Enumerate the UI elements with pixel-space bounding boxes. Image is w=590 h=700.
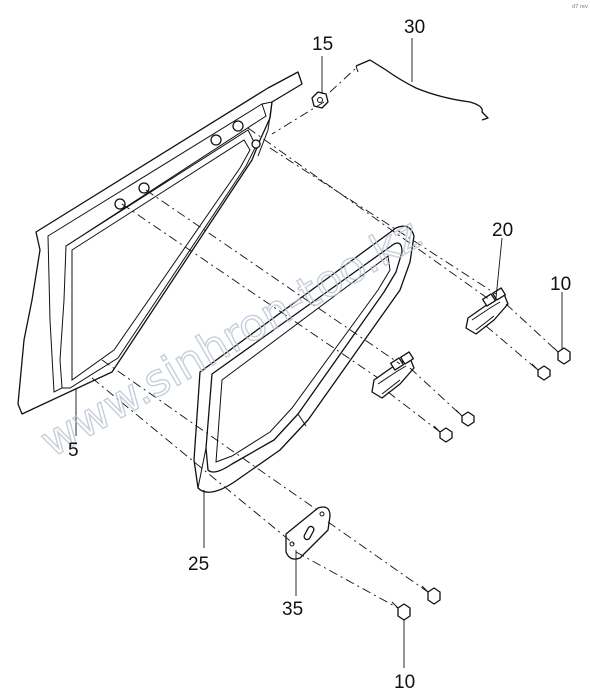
side-cover-panel bbox=[17, 71, 303, 415]
bolt-2 bbox=[531, 363, 551, 381]
nut bbox=[311, 91, 329, 109]
bolt-1 bbox=[553, 347, 571, 365]
alignment-lines bbox=[91, 67, 559, 609]
callout-20: 20 bbox=[492, 220, 513, 241]
leader-lines bbox=[75, 38, 563, 668]
callout-35: 35 bbox=[282, 599, 303, 620]
bolt-4 bbox=[433, 425, 453, 443]
bolt-5 bbox=[421, 585, 441, 605]
callout-15: 15 bbox=[312, 34, 333, 55]
mounting-bosses bbox=[114, 120, 261, 210]
wire-rod bbox=[355, 59, 489, 121]
callout-25: 25 bbox=[188, 554, 209, 575]
callout-30: 30 bbox=[404, 17, 425, 38]
callout-10-bottom: 10 bbox=[394, 672, 415, 693]
callout-5: 5 bbox=[68, 440, 79, 461]
bolt-6 bbox=[391, 601, 411, 621]
latch-upper bbox=[465, 287, 509, 335]
mounting-bracket bbox=[285, 506, 331, 560]
latch-middle bbox=[371, 351, 415, 399]
callout-10-top: 10 bbox=[550, 274, 571, 295]
corner-mark: d7 rev bbox=[572, 4, 588, 10]
